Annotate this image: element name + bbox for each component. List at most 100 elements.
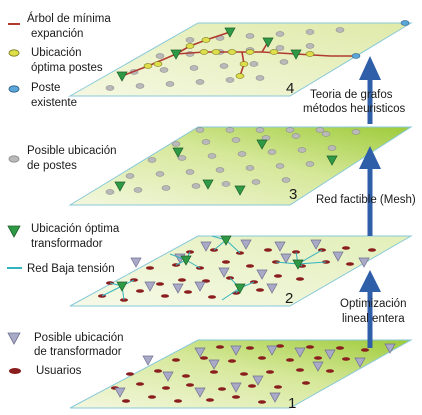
optimal-post-icon <box>8 49 20 57</box>
user-mark <box>326 369 334 373</box>
optimal-post-mark <box>143 63 153 69</box>
legend-users: Usuarios <box>9 365 82 377</box>
user-mark <box>296 368 304 372</box>
possible-transformer-mark <box>194 347 206 358</box>
possible-post-mark <box>255 75 265 81</box>
user-mark <box>336 346 344 350</box>
user-icon <box>9 368 21 374</box>
low-voltage-link <box>275 261 299 265</box>
possible-transformer-mark <box>130 257 142 268</box>
optimal-post-mark <box>211 49 221 55</box>
possible-post-mark <box>207 153 217 159</box>
possible-post-mark <box>177 155 187 161</box>
possible-transformer-icon <box>7 332 21 345</box>
possible-post-mark <box>251 179 261 185</box>
optimal-transformer-mark <box>234 185 246 196</box>
user-mark <box>266 370 274 374</box>
legend-possible-transformer: Posible ubicación de transformador <box>7 332 124 358</box>
user-mark <box>182 374 190 378</box>
existing-post-mark <box>400 20 410 26</box>
possible-post-icon <box>8 155 20 163</box>
user-mark <box>148 395 156 399</box>
possible-post-mark <box>285 127 295 133</box>
layer-plane-2 <box>69 235 413 307</box>
user-mark <box>222 260 230 264</box>
user-mark <box>228 359 236 363</box>
legend-possible-transformer-line-2: de transformador <box>34 346 122 358</box>
possible-post-mark <box>201 139 211 145</box>
legend-possible-post: Posible ubicación de postes <box>8 145 117 172</box>
legend: Árbol de mínima expanción Ubicación ópti… <box>7 12 124 377</box>
possible-post-mark <box>245 165 255 171</box>
possible-post-mark <box>275 45 285 51</box>
possible-transformer-mark <box>142 355 154 366</box>
optimal-post-mark <box>269 49 279 55</box>
user-mark <box>200 356 208 360</box>
legend-existing-post: Poste existente <box>8 82 77 109</box>
possible-post-mark <box>267 149 277 155</box>
optimal-transformer-icon <box>7 225 21 238</box>
possible-transformer-mark <box>114 387 126 398</box>
optimal-transformer-mark <box>116 71 128 82</box>
layer-plane-4 <box>68 22 413 97</box>
possible-post-mark <box>185 37 195 43</box>
user-mark <box>258 400 266 404</box>
possible-post-mark <box>279 59 289 65</box>
possible-post-mark <box>147 157 157 163</box>
user-mark <box>274 385 282 389</box>
low-voltage-link <box>101 285 123 297</box>
possible-post-mark <box>133 187 143 193</box>
user-mark <box>154 369 162 373</box>
optimal-transformer-mark <box>114 181 126 192</box>
arrow-3-to-4 <box>359 56 381 124</box>
possible-post-mark <box>327 145 337 151</box>
possible-post-mark <box>321 131 331 137</box>
possible-transformer-mark <box>354 357 366 368</box>
optimal-post-mark <box>185 43 195 49</box>
optimal-transformer-mark <box>262 37 274 48</box>
possible-post-mark <box>165 81 175 87</box>
layer-number-4: 4 <box>286 80 294 97</box>
possible-transformer-mark <box>252 375 264 386</box>
user-mark <box>346 262 354 266</box>
possible-transformer-mark <box>172 283 184 294</box>
legend-low-voltage-line-1: Red Baja tensión <box>27 263 115 275</box>
optimal-transformer-mark <box>290 49 302 60</box>
legend-min-tree-line-1: Árbol de mínima <box>27 12 111 25</box>
low-voltage-link <box>221 287 241 301</box>
optimal-transformer-mark <box>172 147 184 158</box>
possible-transformer-mark <box>269 392 281 403</box>
arrow-label-3-line-1: Teoria de grafos <box>310 89 393 101</box>
possible-post-mark <box>315 127 325 133</box>
possible-post-mark <box>159 67 169 73</box>
possible-post-mark <box>215 167 225 173</box>
possible-post-mark <box>351 129 361 135</box>
possible-transformer-mark <box>194 281 206 292</box>
possible-transformer-mark <box>384 343 396 354</box>
user-mark <box>286 358 294 362</box>
optimal-post-mark <box>153 61 163 67</box>
user-mark <box>368 248 376 252</box>
optimal-post-mark <box>305 51 315 57</box>
possible-transformer-mark <box>358 257 370 268</box>
possible-post-mark <box>275 163 285 169</box>
possible-post-mark <box>291 133 301 139</box>
possible-transformer-mark <box>266 283 278 294</box>
optimal-post-mark <box>201 37 211 43</box>
user-mark <box>361 348 369 352</box>
possible-transformer-mark <box>280 253 292 264</box>
user-mark <box>186 383 194 387</box>
optimal-post-mark <box>199 49 209 55</box>
user-mark <box>136 382 144 386</box>
user-mark <box>162 386 170 390</box>
user-mark <box>232 395 240 399</box>
optimal-post-mark <box>239 61 249 67</box>
user-mark <box>302 381 310 385</box>
possible-post-mark <box>189 65 199 71</box>
possible-post-mark <box>105 85 115 91</box>
user-mark <box>240 372 248 376</box>
user-mark <box>258 356 266 360</box>
possible-transformer-mark <box>240 239 252 250</box>
user-mark <box>156 282 164 286</box>
